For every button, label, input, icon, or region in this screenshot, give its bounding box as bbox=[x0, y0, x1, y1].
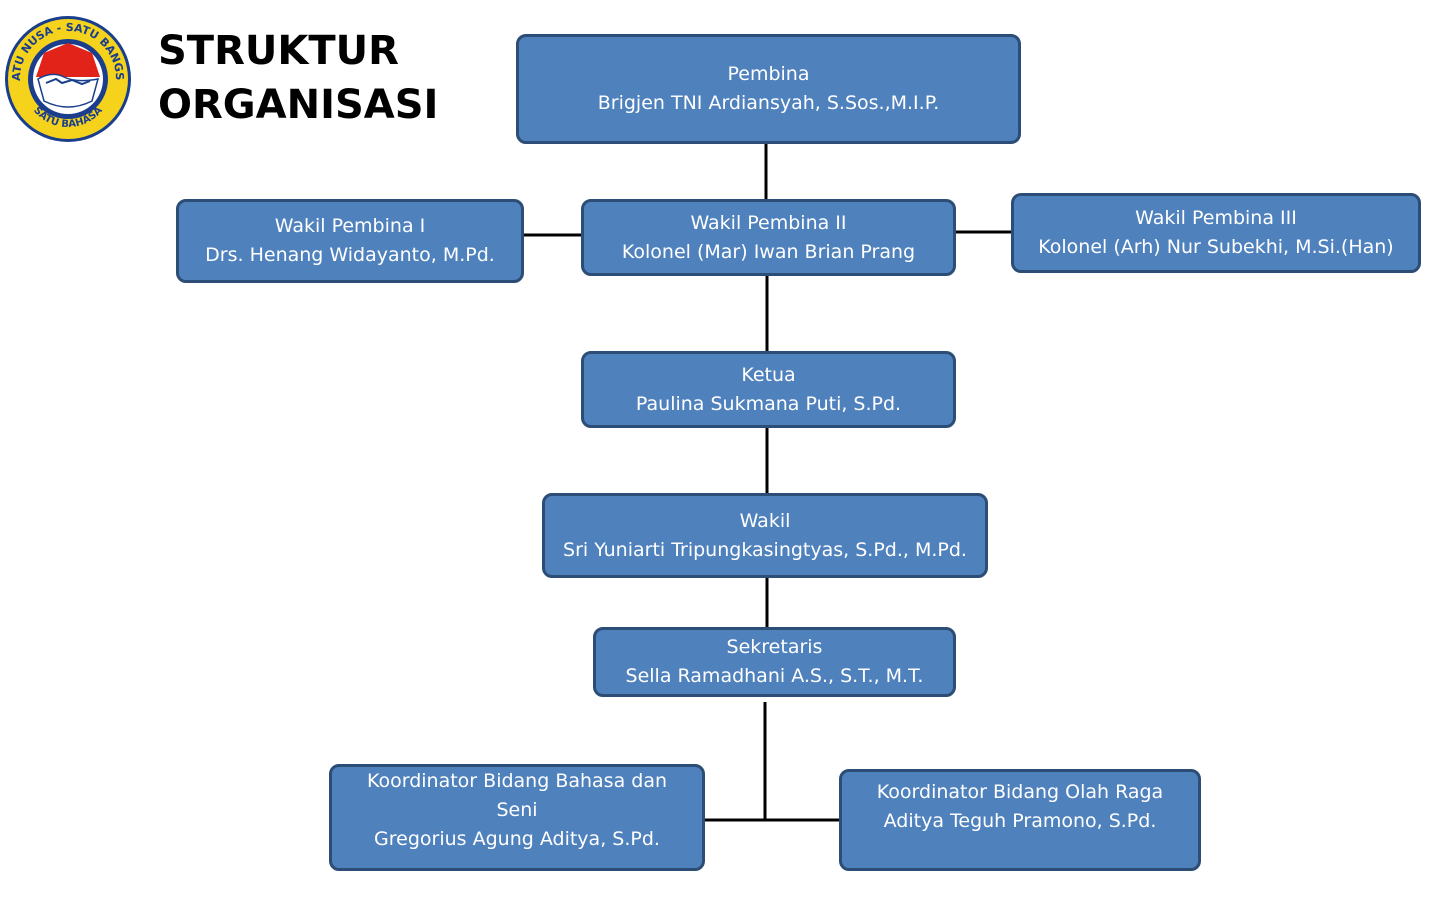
node-role: Koordinator Bidang Olah Raga bbox=[876, 781, 1164, 803]
node-wakil-pembina-1: Wakil Pembina I Drs. Henang Widayanto, M… bbox=[176, 199, 524, 283]
node-person-name: Kolonel (Mar) Iwan Brian Prang bbox=[621, 240, 916, 263]
node-person-name: Gregorius Agung Aditya, S.Pd. bbox=[374, 828, 660, 850]
page-title-line1: STRUKTUR bbox=[158, 28, 399, 74]
node-role: Ketua bbox=[741, 363, 796, 386]
node-role: Sekretaris bbox=[726, 636, 823, 658]
node-role: Wakil Pembina III bbox=[1135, 207, 1297, 229]
page-title-line2: ORGANISASI bbox=[158, 82, 439, 128]
node-koordinator-olahraga: Koordinator Bidang Olah Raga Aditya Tegu… bbox=[839, 769, 1201, 871]
satu-nusa-emblem-icon: SATU NUSA - SATU BANGSA SATU BAHASA bbox=[2, 13, 131, 142]
node-role: Pembina bbox=[727, 63, 810, 85]
node-role-line1: Koordinator Bidang Bahasa dan bbox=[366, 770, 668, 792]
page-title: STRUKTUR ORGANISASI bbox=[158, 24, 438, 132]
node-role: Wakil bbox=[739, 509, 791, 532]
node-person-name: Paulina Sukmana Puti, S.Pd. bbox=[635, 392, 902, 415]
node-ketua: Ketua Paulina Sukmana Puti, S.Pd. bbox=[581, 351, 956, 428]
node-role: Wakil Pembina II bbox=[690, 211, 847, 234]
node-wakil-pembina-3: Wakil Pembina III Kolonel (Arh) Nur Sube… bbox=[1011, 193, 1421, 273]
node-person-name: Kolonel (Arh) Nur Subekhi, M.Si.(Han) bbox=[1038, 236, 1394, 258]
node-wakil-pembina-2: Wakil Pembina II Kolonel (Mar) Iwan Bria… bbox=[581, 199, 956, 276]
node-koordinator-bahasa-seni: Koordinator Bidang Bahasa dan Seni Grego… bbox=[329, 764, 705, 871]
node-person-name: Brigjen TNI Ardiansyah, S.Sos.,M.I.P. bbox=[597, 92, 940, 114]
node-person-name: Sella Ramadhani A.S., S.T., M.T. bbox=[625, 665, 924, 687]
node-sekretaris: Sekretaris Sella Ramadhani A.S., S.T., M… bbox=[593, 627, 956, 697]
node-pembina: Pembina Brigjen TNI Ardiansyah, S.Sos.,M… bbox=[516, 34, 1021, 144]
node-person-name: Sri Yuniarti Tripungkasingtyas, S.Pd., M… bbox=[563, 538, 967, 561]
node-role: Wakil Pembina I bbox=[274, 215, 426, 237]
node-wakil: Wakil Sri Yuniarti Tripungkasingtyas, S.… bbox=[542, 493, 988, 578]
node-person-name: Drs. Henang Widayanto, M.Pd. bbox=[205, 244, 495, 266]
node-role-line2: Seni bbox=[496, 799, 538, 821]
node-person-name: Aditya Teguh Pramono, S.Pd. bbox=[883, 810, 1157, 832]
